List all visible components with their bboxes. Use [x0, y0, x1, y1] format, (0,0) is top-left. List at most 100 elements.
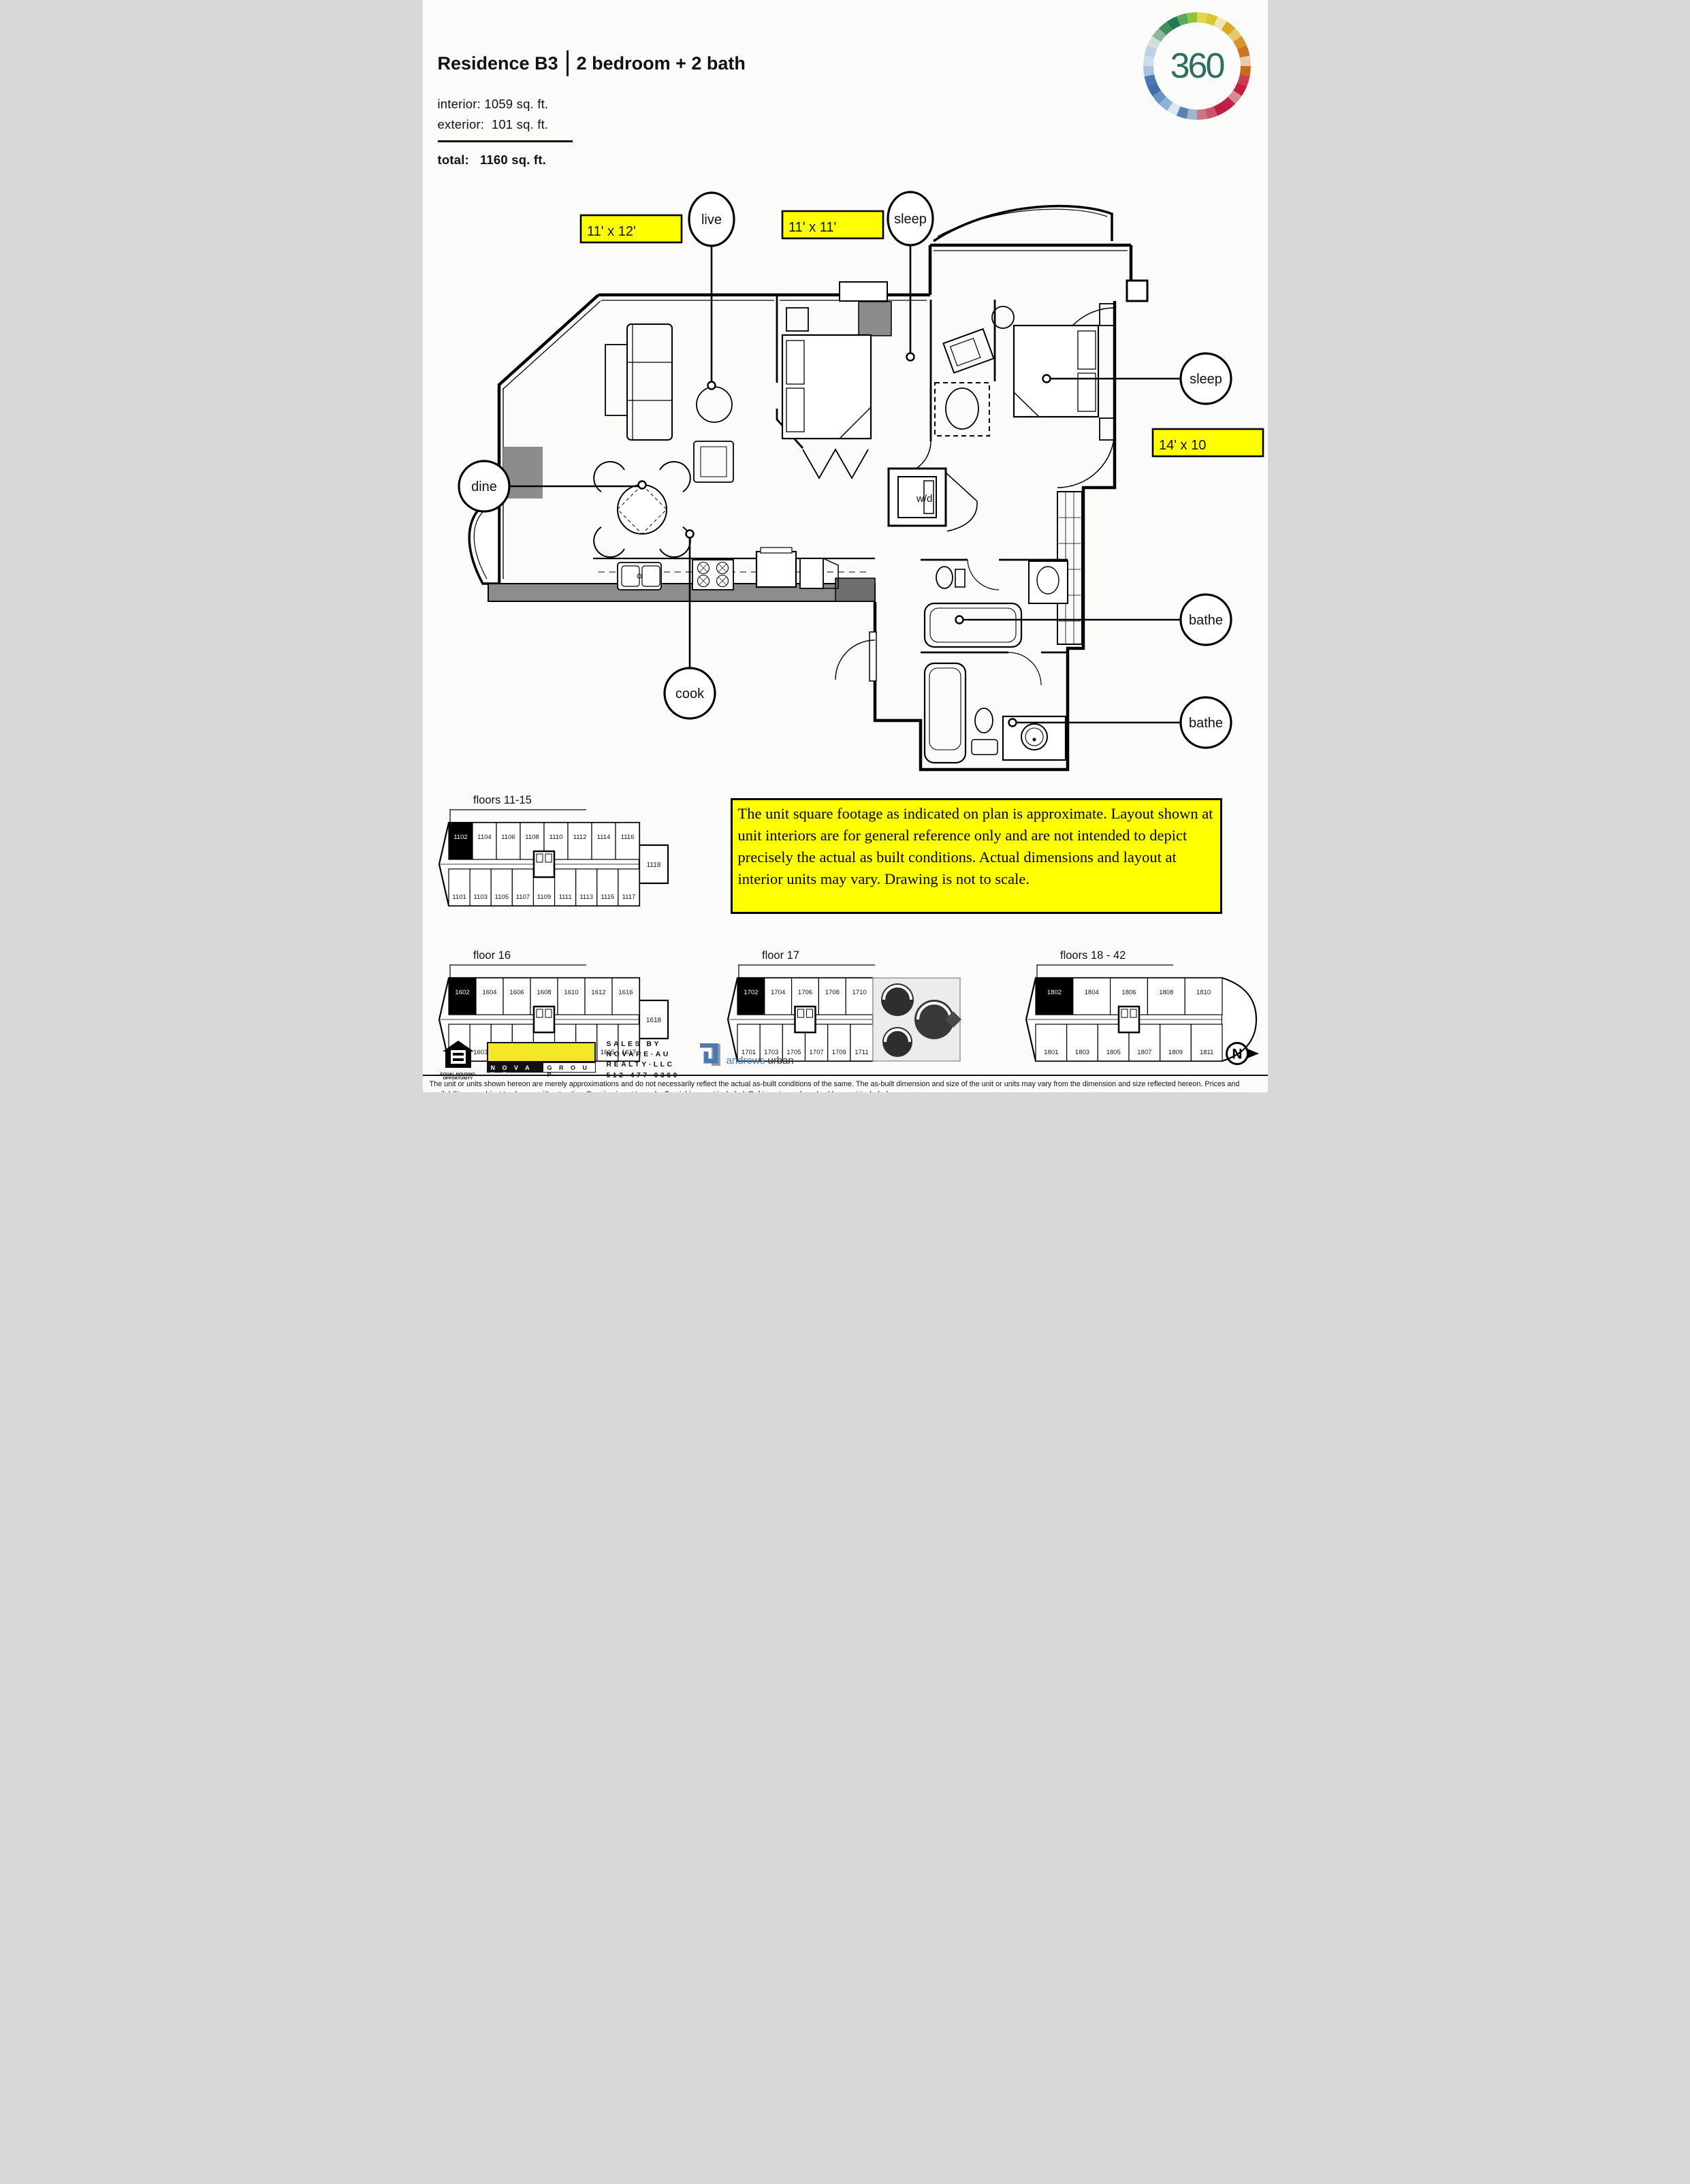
title-divider [566, 50, 569, 76]
cook-label: cook [675, 686, 704, 701]
north-compass-icon: N [1225, 1042, 1259, 1065]
andrews-urban-logo: andrews urban [698, 1043, 794, 1066]
svg-text:1106: 1106 [501, 834, 515, 841]
room-label-bubbles [457, 191, 1232, 749]
bathroom-2-fixtures [923, 652, 1066, 764]
balcony-top [932, 204, 1113, 242]
svg-text:1604: 1604 [482, 989, 496, 996]
residence-name: Residence B3 [437, 52, 558, 74]
svg-text:1115: 1115 [601, 893, 614, 901]
svg-text:1118: 1118 [646, 861, 660, 869]
sleep2-bubble [1179, 352, 1232, 405]
svg-text:1617: 1617 [621, 1049, 635, 1056]
floorplan-sheet: Residence B3 2 bedroom + 2 bath interior… [422, 0, 1268, 1092]
svg-text:1802: 1802 [1047, 989, 1061, 996]
svg-text:1117: 1117 [622, 893, 635, 901]
dimension-tags [579, 210, 1264, 458]
svg-text:1701: 1701 [742, 1049, 756, 1056]
bedroom2-dim-tag [1151, 428, 1264, 458]
svg-text:1102: 1102 [453, 834, 467, 841]
exterior-walls [497, 243, 1132, 772]
svg-text:1709: 1709 [831, 1049, 846, 1056]
svg-text:1612: 1612 [591, 989, 605, 996]
kitchen [592, 547, 875, 590]
novare-group-logo: N O V A R E G R O U P [486, 1042, 596, 1078]
disclaimer-box: The unit square footage as indicated on … [730, 798, 1222, 914]
foyer-closet [934, 382, 990, 437]
bathroom-1-fixtures [923, 559, 1068, 648]
svg-text:floor 17: floor 17 [762, 949, 799, 962]
bedroom1-dim-text: 11' x 11' [788, 220, 836, 235]
live-label: live [701, 212, 721, 227]
svg-text:1707: 1707 [809, 1049, 823, 1056]
leader-dots [637, 352, 1051, 727]
svg-text:1806: 1806 [1121, 989, 1136, 996]
svg-text:1110: 1110 [549, 834, 562, 841]
svg-text:1108: 1108 [525, 834, 539, 841]
washer-dryer-closet [887, 467, 978, 532]
svg-text:1811: 1811 [1199, 1049, 1213, 1056]
svg-text:1114: 1114 [596, 834, 610, 841]
bathe1-bubble [1179, 593, 1232, 646]
svg-text:1610: 1610 [564, 989, 578, 996]
svg-text:floors 18 - 42: floors 18 - 42 [1060, 949, 1126, 962]
novare-name: N O V A R E [486, 1062, 543, 1078]
sqft-divider-line [437, 140, 573, 142]
residence-type: 2 bedroom + 2 bath [576, 52, 746, 74]
svg-text:1105: 1105 [494, 893, 508, 901]
corner-column [1126, 279, 1148, 302]
bathe1-label: bathe [1188, 613, 1222, 628]
svg-text:1801: 1801 [1044, 1049, 1058, 1056]
svg-text:1807: 1807 [1137, 1049, 1151, 1056]
svg-text:1702: 1702 [744, 989, 758, 996]
svg-text:1103: 1103 [473, 893, 487, 901]
fine-print: The unit or units shown hereon are merel… [422, 1075, 1268, 1092]
svg-text:floors 11-15: floors 11-15 [473, 794, 532, 806]
page-title: Residence B3 2 bedroom + 2 bath [438, 50, 746, 76]
dine-label: dine [471, 479, 497, 494]
svg-text:1606: 1606 [509, 989, 524, 996]
exterior-sqft: exterior: 101 sq. ft. [437, 117, 549, 131]
svg-text:1708: 1708 [825, 989, 839, 996]
svg-text:1805: 1805 [1106, 1049, 1120, 1056]
svg-text:1810: 1810 [1196, 989, 1211, 996]
novare-yellow-block [486, 1042, 596, 1062]
bedroom1-dim-tag [781, 210, 884, 240]
svg-text:1618: 1618 [645, 1017, 661, 1024]
svg-text:1711: 1711 [855, 1049, 868, 1056]
living-dim-tag [579, 214, 682, 244]
bedroom2-bed [1013, 303, 1115, 441]
bifold-door [801, 448, 869, 479]
svg-text:1809: 1809 [1168, 1049, 1182, 1056]
andrews-urban-icon [699, 1043, 720, 1066]
svg-text:1615: 1615 [600, 1049, 614, 1056]
sleep1-bubble [886, 191, 934, 247]
svg-text:1808: 1808 [1159, 989, 1173, 996]
svg-text:1710: 1710 [852, 989, 866, 996]
svg-text:1804: 1804 [1084, 989, 1098, 996]
desk [942, 328, 995, 374]
leader-lines [509, 245, 1181, 724]
svg-text:1705: 1705 [786, 1049, 801, 1056]
unit-floorplan-drawing: live sleep sleep dine cook bathe bathe 1… [457, 191, 1264, 772]
bathe2-bubble [1179, 696, 1232, 749]
bathe2-label: bathe [1188, 716, 1222, 731]
dining-set [592, 460, 691, 558]
live-bubble [687, 191, 735, 247]
total-sqft: total: 1160 sq. ft. [437, 153, 546, 167]
svg-text:1104: 1104 [477, 834, 491, 841]
sleep1-label: sleep [894, 212, 927, 227]
bedroom2-dim-text: 14' x 10 [1159, 438, 1206, 453]
dine-bubble [457, 460, 511, 513]
bedroom1-bed [781, 307, 872, 440]
svg-text:1704: 1704 [771, 989, 785, 996]
svg-text:1109: 1109 [537, 893, 550, 901]
interior-sqft: interior: 1059 sq. ft. [437, 97, 549, 111]
svg-text:1608: 1608 [537, 989, 551, 996]
sleep2-label: sleep [1190, 372, 1222, 387]
svg-text:1602: 1602 [455, 989, 469, 996]
cook-bubble [663, 667, 716, 720]
